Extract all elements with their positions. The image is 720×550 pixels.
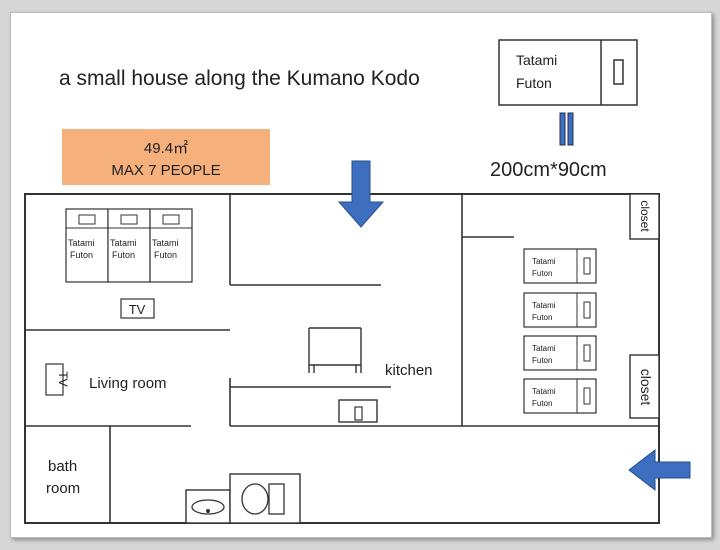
table-icon	[308, 327, 362, 373]
svg-text:Tatami: Tatami	[532, 387, 556, 396]
svg-text:Tatami: Tatami	[110, 238, 137, 248]
futon-legend: Tatami Futon	[498, 39, 638, 106]
futon-icon: Tatami Futon	[107, 208, 151, 283]
sink-icon	[338, 399, 378, 423]
svg-text:TV: TV	[129, 302, 146, 317]
arrow-down-icon	[337, 160, 385, 228]
futon-small-icon: Tatami Futon	[523, 335, 597, 371]
tv-icon-living: TV	[45, 363, 70, 396]
futon-small-icon: Tatami Futon	[523, 378, 597, 414]
svg-text:Futon: Futon	[532, 269, 552, 278]
svg-text:Tatami: Tatami	[152, 238, 179, 248]
size-marker-icon	[559, 112, 574, 146]
area-box	[62, 129, 270, 185]
svg-text:closet: closet	[638, 369, 654, 406]
interior-walls	[25, 194, 659, 523]
capacity-text: MAX 7 PEOPLE	[111, 162, 220, 179]
svg-text:Futon: Futon	[154, 250, 177, 260]
futon-size: 200cm*90cm	[490, 159, 607, 181]
svg-text:Tatami: Tatami	[532, 344, 556, 353]
futon-group-left: Tatami Futon Tatami Futon Tatami Futon	[65, 208, 193, 283]
svg-text:Tatami: Tatami	[532, 301, 556, 310]
arrow-left-icon	[628, 448, 691, 492]
futon-icon: Tatami Futon	[149, 208, 193, 283]
floor-plan-slide: a small house along the Kumano Kodo 49.4…	[10, 12, 712, 538]
bath-label-line1: bath	[48, 458, 77, 475]
closet-top: closet	[629, 193, 660, 240]
washbasin-icon	[185, 489, 231, 524]
svg-text:Futon: Futon	[516, 75, 552, 91]
living-room-label: Living room	[89, 375, 167, 392]
futon-icon: Tatami Futon	[65, 208, 109, 283]
svg-text:Futon: Futon	[532, 313, 552, 322]
svg-text:Futon: Futon	[532, 356, 552, 365]
svg-text:TV: TV	[56, 371, 70, 386]
svg-text:Tatami: Tatami	[532, 257, 556, 266]
toilet-icon	[229, 473, 301, 524]
svg-text:Tatami: Tatami	[68, 238, 95, 248]
svg-text:Futon: Futon	[112, 250, 135, 260]
svg-text:closet: closet	[638, 200, 652, 232]
closet-right: closet	[629, 354, 660, 419]
svg-text:Futon: Futon	[532, 399, 552, 408]
area-value: 49.4㎡	[144, 140, 188, 157]
kitchen-label: kitchen	[385, 362, 433, 379]
bath-label-line2: room	[46, 480, 80, 497]
svg-text:Futon: Futon	[70, 250, 93, 260]
svg-text:Tatami: Tatami	[516, 52, 557, 68]
futon-small-icon: Tatami Futon	[523, 248, 597, 284]
tv-icon: TV	[120, 298, 155, 319]
plan-title: a small house along the Kumano Kodo	[59, 67, 420, 90]
futon-small-icon: Tatami Futon	[523, 292, 597, 328]
